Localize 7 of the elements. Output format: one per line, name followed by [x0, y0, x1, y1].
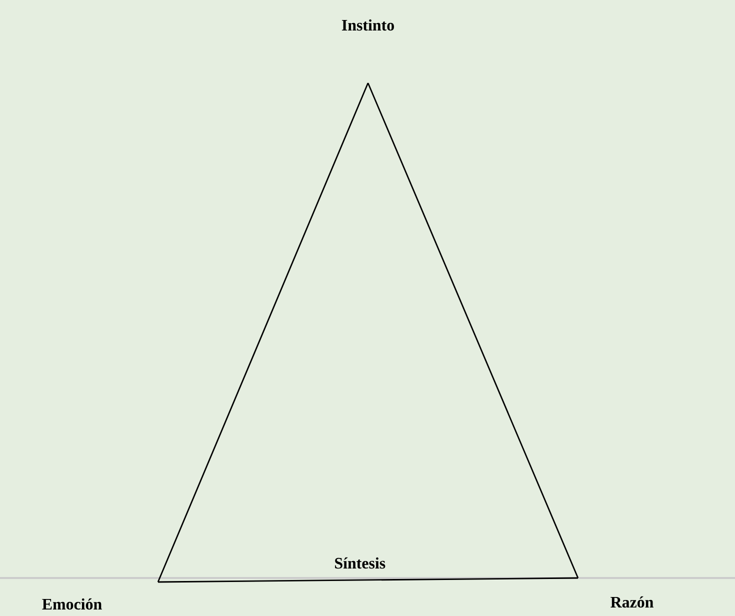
triangle-side [367, 82, 579, 578]
triangle-side [158, 577, 578, 583]
triangle-side [157, 82, 369, 582]
synthesis-label: Síntesis [335, 557, 386, 569]
vertex-label: Razón [610, 596, 654, 608]
vertex-label: Emoción [42, 598, 102, 610]
vertex-label: Instinto [342, 19, 394, 31]
